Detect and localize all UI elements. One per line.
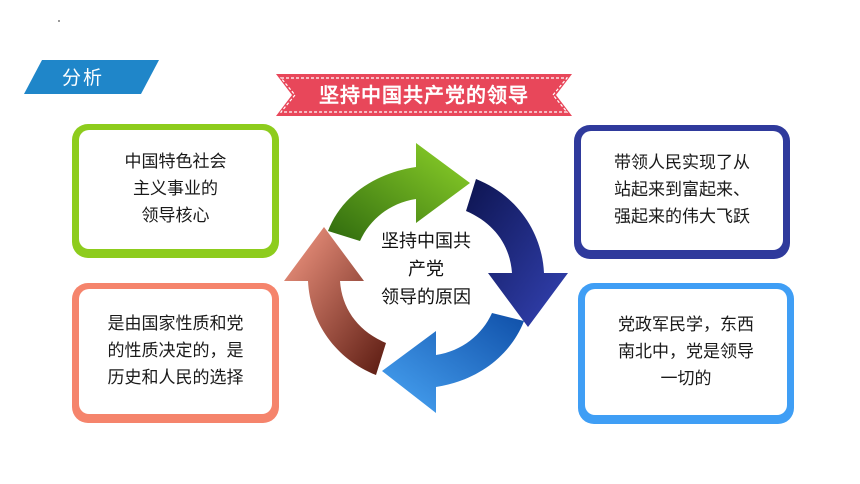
reason-box-core: 中国特色社会 主义事业的 领导核心 bbox=[72, 124, 279, 258]
reason-box-nature: 是由国家性质和党 的性质决定的，是 历史和人民的选择 bbox=[72, 283, 279, 423]
reason-box-nature-text: 是由国家性质和党 的性质决定的，是 历史和人民的选择 bbox=[107, 314, 244, 388]
arrow-blue bbox=[382, 313, 524, 413]
reason-box-leads-all: 党政军民学，东西 南北中，党是领导 一切的 bbox=[578, 283, 794, 424]
arrow-navy bbox=[466, 179, 568, 327]
center-label: 坚持中国共 产党 领导的原因 bbox=[381, 231, 471, 308]
reason-box-nature-panel: 是由国家性质和党 的性质决定的，是 历史和人民的选择 bbox=[79, 289, 272, 414]
decorative-dot bbox=[58, 20, 60, 22]
reason-box-leads-all-text: 党政军民学，东西 南北中，党是领导 一切的 bbox=[618, 314, 754, 389]
reason-box-leap-panel: 带领人民实现了从 站起来到富起来、 强起来的伟大飞跃 bbox=[581, 131, 783, 250]
title-ribbon-shape bbox=[276, 74, 572, 116]
arrow-salmon bbox=[284, 227, 386, 375]
reason-box-leap: 带领人民实现了从 站起来到富起来、 强起来的伟大飞跃 bbox=[574, 125, 790, 259]
reason-box-core-panel: 中国特色社会 主义事业的 领导核心 bbox=[79, 130, 272, 249]
cycle-arrows-icon bbox=[284, 143, 568, 413]
reason-box-leads-all-panel: 党政军民学，东西 南北中，党是领导 一切的 bbox=[585, 289, 787, 415]
page-title: 坚持中国共产党的领导 bbox=[319, 83, 529, 107]
arrow-green bbox=[328, 143, 470, 241]
reason-box-core-text: 中国特色社会 主义事业的 领导核心 bbox=[124, 152, 227, 226]
reason-box-leap-text: 带领人民实现了从 站起来到富起来、 强起来的伟大飞跃 bbox=[614, 153, 750, 227]
section-tag-shape bbox=[24, 60, 159, 94]
section-tag-label: 分析 bbox=[62, 67, 105, 89]
